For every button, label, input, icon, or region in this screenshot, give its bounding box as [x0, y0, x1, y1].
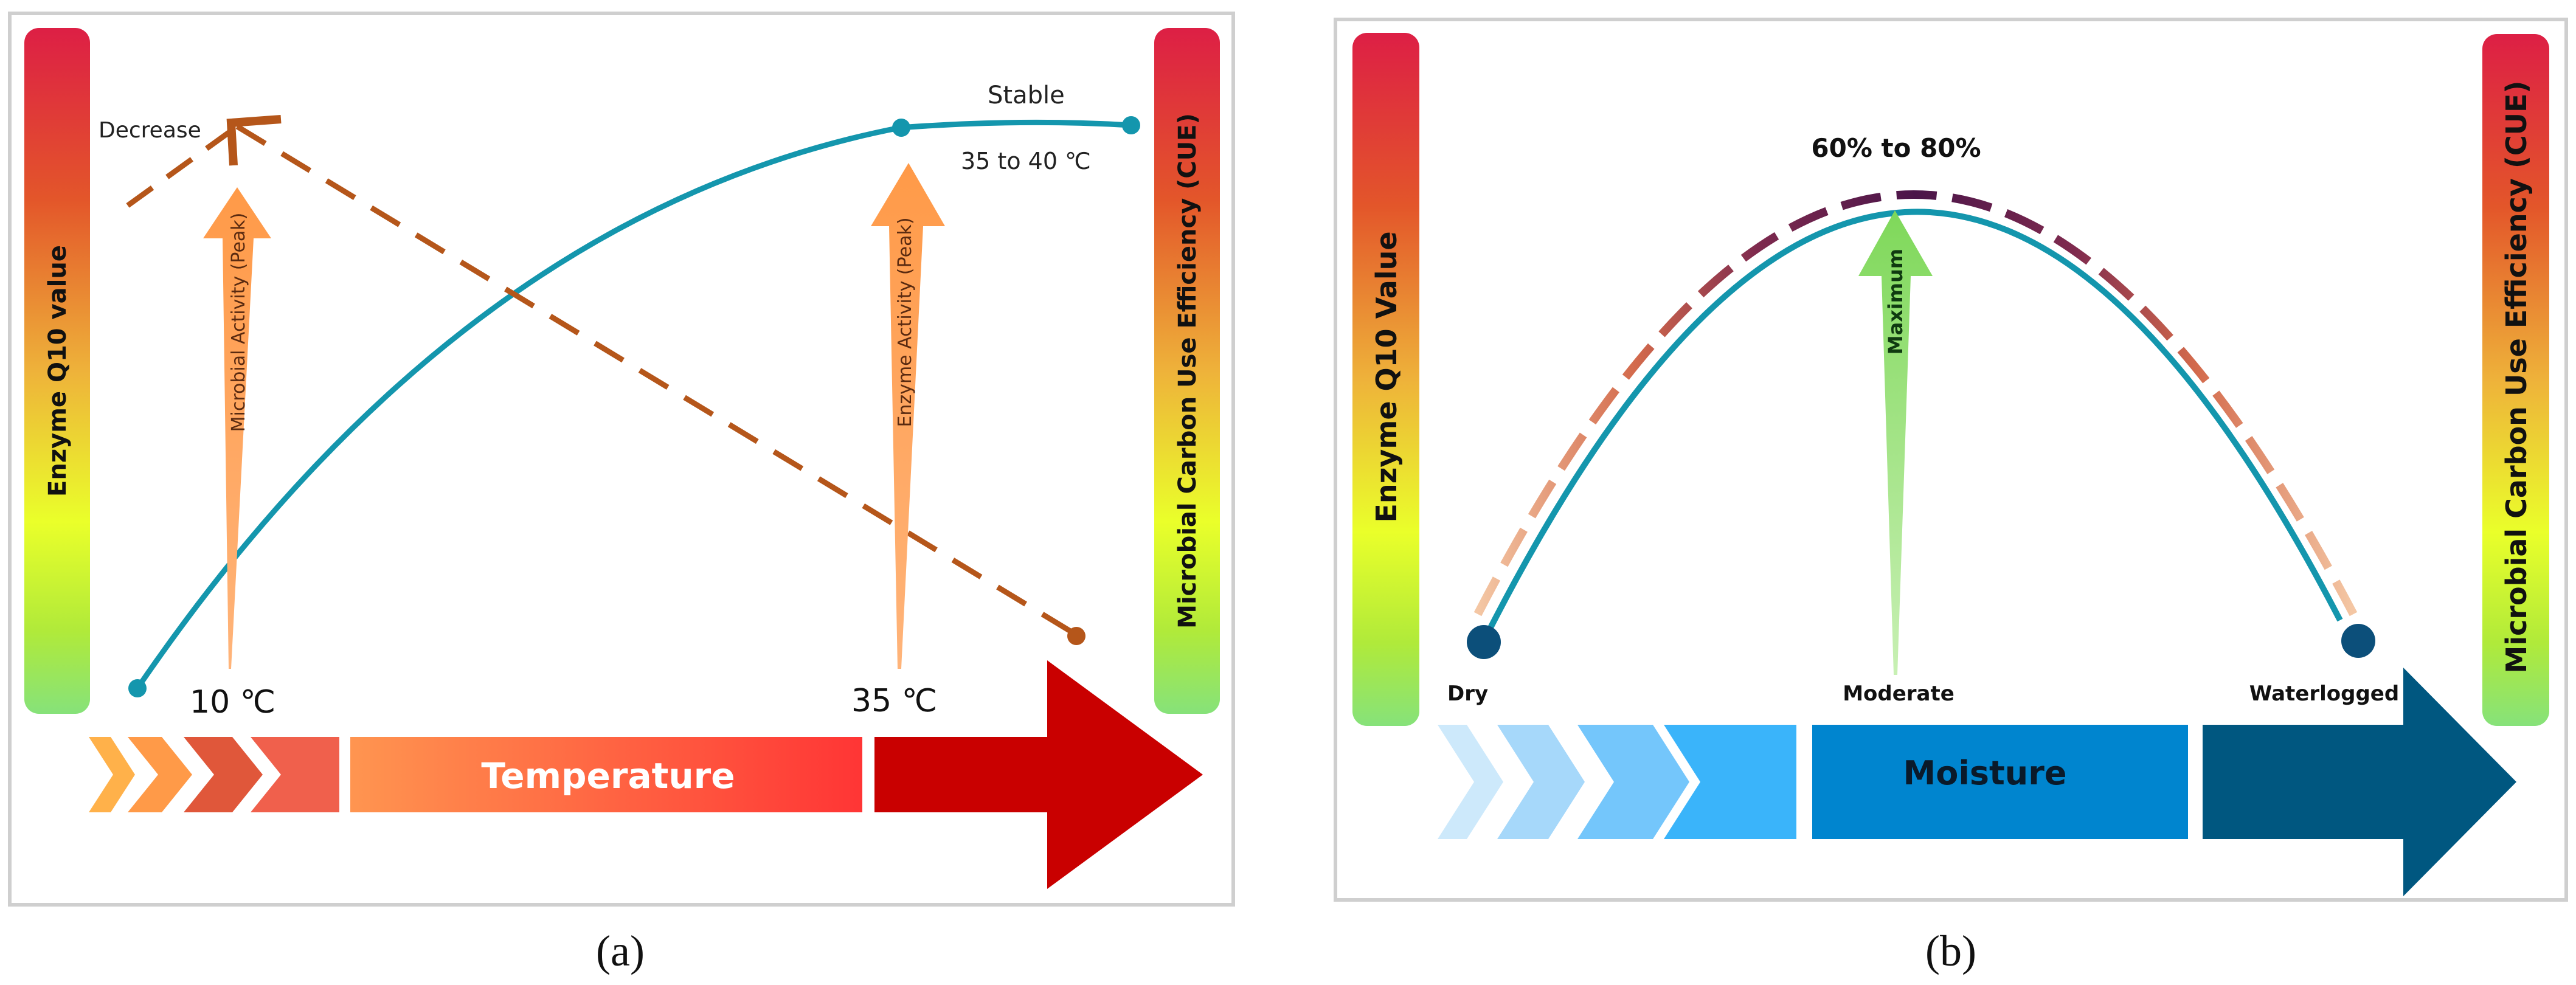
temperature-bar — [350, 737, 862, 812]
enzyme-activity-label: Enzyme Activity (Peak) — [895, 217, 916, 427]
cue-scale-bar-b — [2482, 34, 2549, 726]
panel-b: Enzyme Q10 Value Microbial Carbon Use Ef… — [1334, 18, 2568, 975]
temperature-range-label: 35 to 40 ℃ — [961, 148, 1091, 175]
enzyme-q10-scale-bar — [24, 28, 90, 714]
cue-arc — [1481, 209, 2343, 643]
microbial-activity-arrow — [203, 187, 271, 669]
temp-mark-10: 10 ℃ — [190, 684, 275, 721]
moisture-label: Moisture — [1903, 754, 2067, 792]
maximum-arrow — [1858, 210, 1933, 675]
stage-moderate-label: Moderate — [1843, 682, 1955, 706]
moisture-bar — [1812, 725, 2188, 839]
enzyme-q10-scale-bar-b — [1352, 33, 1419, 726]
cue-scale-bar — [1154, 28, 1220, 714]
temp-mark-35: 35 ℃ — [851, 683, 937, 719]
enzyme-q10-label: Enzyme Q10 value — [44, 245, 72, 497]
decrease-label: Decrease — [99, 118, 201, 143]
temp-chevron-4 — [251, 737, 339, 812]
stable-label: Stable — [988, 81, 1065, 109]
q10-peak-caret-icon — [226, 115, 282, 166]
stage-dry-label: Dry — [1447, 682, 1488, 706]
temperature-label: Temperature — [481, 755, 735, 797]
cue-end-node — [1122, 116, 1140, 134]
panel-a: Enzyme Q10 value Microbial Carbon Use Ef… — [8, 12, 1235, 975]
moisture-direction-arrow — [2203, 668, 2516, 896]
waterlogged-node — [2341, 624, 2375, 658]
q10-dashed-arc — [1473, 190, 2358, 617]
cue-label-b: Microbial Carbon Use Efficiency (CUE) — [2500, 81, 2533, 674]
stage-waterlogged-label: Waterlogged — [2249, 682, 2399, 706]
cue-curve — [135, 119, 1132, 690]
moisture-chevron-3 — [1577, 725, 1689, 839]
temp-chevron-1 — [89, 737, 135, 812]
cue-mid-node — [892, 119, 910, 137]
temp-chevron-3 — [184, 737, 263, 812]
q10-end-node — [1067, 627, 1085, 645]
panel-b-caption: (b) — [1925, 927, 1976, 975]
temp-chevron-2 — [128, 737, 192, 812]
panel-a-caption: (a) — [596, 927, 645, 975]
q10-decrease-dashed-line — [235, 124, 1078, 637]
moisture-chevron-2 — [1497, 725, 1585, 839]
cue-label: Microbial Carbon Use Efficiency (CUE) — [1174, 113, 1202, 629]
dry-node — [1467, 625, 1501, 659]
q10-rise-dashed-line — [126, 124, 239, 208]
moisture-chevron-4 — [1664, 725, 1796, 839]
moisture-chevron-1 — [1438, 725, 1503, 839]
peak-moisture-label: 60% to 80% — [1811, 133, 1981, 163]
cue-start-node — [128, 679, 147, 697]
microbial-activity-label: Microbial Activity (Peak) — [228, 213, 249, 432]
maximum-label: Maximum — [1884, 249, 1907, 355]
temperature-direction-arrow — [874, 660, 1203, 889]
enzyme-q10-label-b: Enzyme Q10 Value — [1370, 231, 1403, 522]
enzyme-activity-arrow — [871, 163, 945, 669]
